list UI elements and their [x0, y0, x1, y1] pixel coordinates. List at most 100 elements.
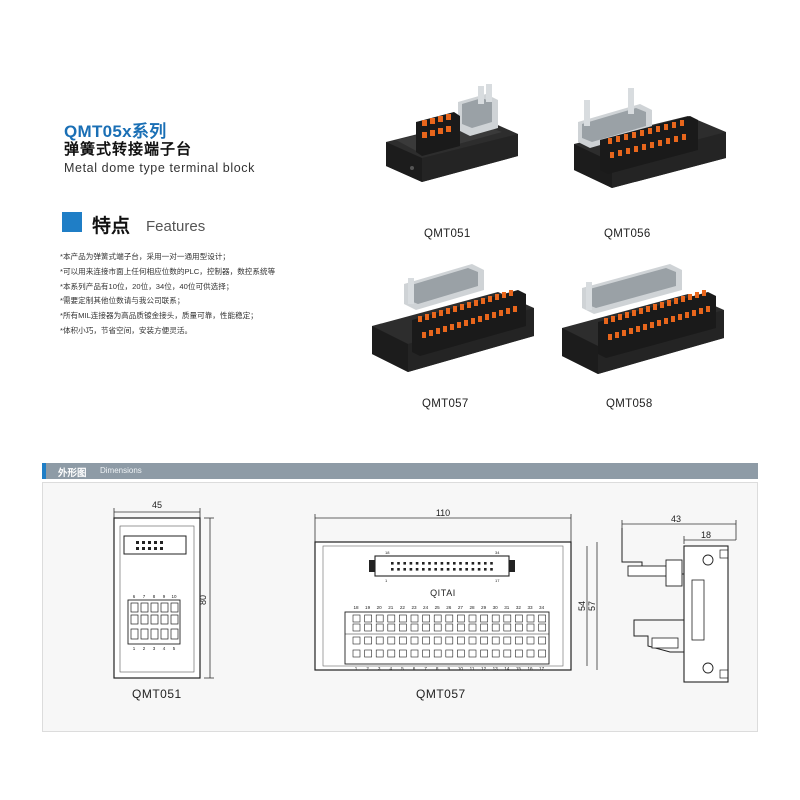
terminal-cell	[364, 636, 372, 645]
pin-label: 22	[400, 605, 406, 610]
pin-label: 27	[458, 605, 464, 610]
terminal-cell	[503, 636, 512, 645]
terminal-cell	[491, 649, 500, 658]
connector-pin	[403, 568, 406, 571]
pin-label: 6	[133, 594, 136, 599]
connector-pin	[397, 568, 400, 571]
terminal-cell	[491, 636, 500, 645]
terminal-cell	[503, 649, 512, 658]
connector-pin	[397, 562, 400, 565]
connector-pin	[484, 562, 487, 565]
terminal-cell	[526, 636, 535, 645]
terminal-cell	[526, 623, 535, 632]
terminal-cell	[422, 623, 430, 632]
terminal-cell	[433, 649, 442, 658]
connector-pin	[403, 562, 406, 565]
pin-label: 10	[171, 594, 177, 599]
connector-pin	[490, 568, 493, 571]
connector-pin	[465, 568, 468, 571]
terminal-cell	[433, 636, 442, 645]
pin-label: 12	[481, 666, 487, 671]
terminal-cell	[480, 614, 488, 623]
terminal-cell	[375, 614, 384, 623]
dim-rail-label: 18	[701, 530, 711, 540]
terminal-cell	[422, 636, 430, 645]
terminal-cell	[410, 614, 419, 623]
connector-pin	[422, 568, 425, 571]
series-subtitle: 弹簧式转接端子台	[64, 141, 193, 158]
product-image-qmt056	[570, 78, 730, 208]
dimensions-section-bar	[42, 463, 758, 479]
pin-label: 8	[153, 594, 156, 599]
pin-label: 1	[355, 666, 358, 671]
pin-label: 6	[413, 666, 416, 671]
connector-pin	[434, 568, 437, 571]
terminal-cell	[457, 636, 465, 645]
pin-label: 23	[411, 605, 417, 610]
terminal-cell	[503, 614, 512, 623]
terminal-cell	[503, 623, 512, 632]
connector-pin	[428, 562, 431, 565]
drawing-side-view: 43 18	[608, 510, 748, 695]
feature-item: *所有MIL连接器为高品质镀金接头，质量可靠，性能稳定；	[60, 311, 258, 321]
pin-label: 34	[539, 605, 545, 610]
pin-label: 18	[353, 605, 359, 610]
connector-pin	[391, 568, 394, 571]
connector-pin	[453, 568, 456, 571]
terminal-cell	[364, 649, 372, 658]
pin-label: 29	[481, 605, 487, 610]
dim-width-label: 45	[152, 500, 162, 510]
terminal-cell	[491, 614, 500, 623]
connector-pin	[428, 568, 431, 571]
series-title: QMT05x系列	[64, 122, 167, 141]
pin-label: 2	[366, 666, 369, 671]
pin-label: 19	[365, 605, 371, 610]
terminal-cell	[526, 614, 535, 623]
pin-label: 4	[390, 666, 393, 671]
pin-label: 25	[435, 605, 441, 610]
features-heading-en: Features	[146, 218, 206, 235]
terminal-cell	[399, 623, 407, 632]
connector-pin-label: 18	[385, 550, 390, 555]
pin-label: 30	[493, 605, 499, 610]
product-label: QMT056	[604, 228, 651, 240]
drawing-caption: QMT057	[416, 687, 466, 701]
feature-item: *需要定制其他位数请与我公司联系；	[60, 296, 185, 306]
dim-height-inner-label: 54	[577, 601, 587, 611]
terminal-cell	[399, 636, 407, 645]
feature-item: *体积小巧，节省空间，安装方便灵活。	[60, 325, 193, 335]
connector-pin-label: 34	[495, 550, 500, 555]
connector-pin	[484, 568, 487, 571]
dim-depth-label: 43	[671, 514, 681, 524]
terminal-cell	[468, 636, 477, 645]
pin-label: 3	[153, 646, 156, 651]
terminal-cell	[468, 614, 477, 623]
terminal-cell	[445, 636, 454, 645]
pin-label: 31	[504, 605, 510, 610]
terminal-cell	[457, 649, 465, 658]
pin-label: 13	[493, 666, 499, 671]
pin-label: 3	[378, 666, 381, 671]
connector-pin	[440, 568, 444, 571]
connector-pin	[477, 562, 481, 565]
pin-label: 33	[527, 605, 533, 610]
terminal-cell	[480, 649, 488, 658]
pin-label: 28	[469, 605, 475, 610]
terminal-cell	[352, 623, 361, 632]
connector-pin	[459, 562, 462, 565]
drawing-caption: QMT051	[132, 687, 182, 701]
terminal-cell	[468, 649, 477, 658]
terminal-cell	[433, 623, 442, 632]
features-heading-cn: 特点	[92, 216, 131, 237]
pin-label: 20	[377, 605, 383, 610]
terminal-cell	[480, 636, 488, 645]
terminal-cell	[433, 614, 442, 623]
terminal-cell	[468, 623, 477, 632]
product-image-qmt058	[558, 248, 728, 386]
terminal-cell	[445, 614, 454, 623]
pin-label: 2	[143, 646, 146, 651]
features-square-icon	[62, 212, 82, 232]
connector-pin	[446, 562, 450, 565]
connector-pin	[490, 562, 493, 565]
